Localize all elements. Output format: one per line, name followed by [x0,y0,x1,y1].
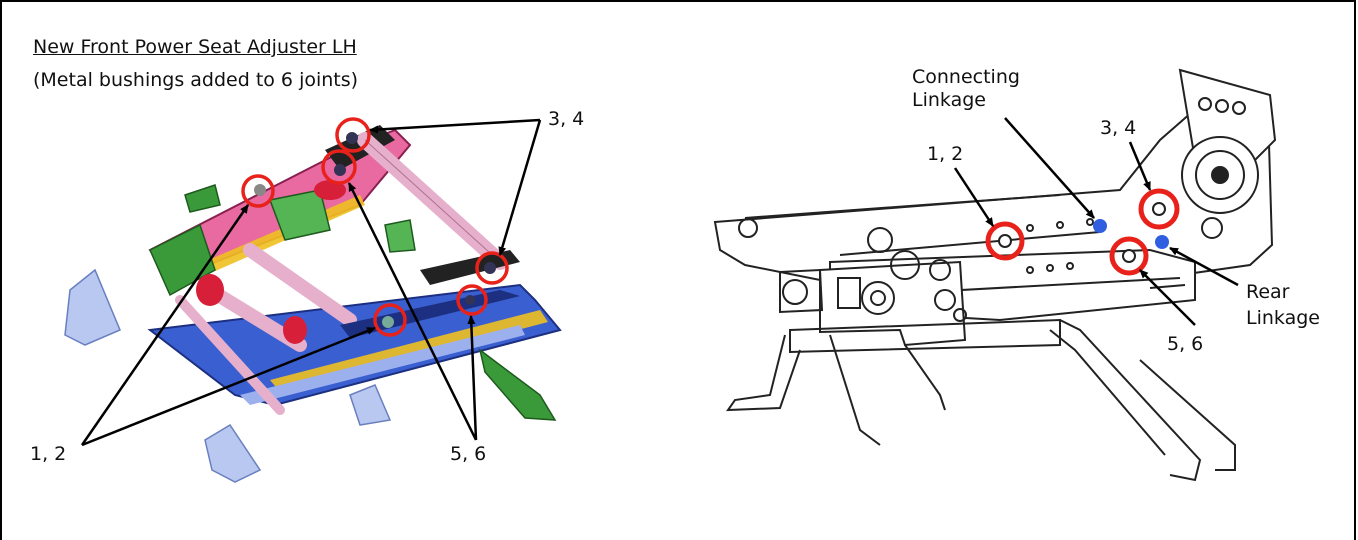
right-label-joints-3-4: 3, 4 [1100,117,1137,139]
right-seat-adjuster-line-drawing [713,68,1277,482]
right-label-connecting-linkage-line1: Connecting [912,66,1020,88]
page-subtitle: (Metal bushings added to 6 joints) [33,69,359,91]
right-linkage-dots [1093,219,1169,249]
left-label-joints-5-6: 5, 6 [450,443,487,465]
left-label-joints-3-4: 3, 4 [548,108,585,130]
left-leader-arrows [80,118,542,447]
left-joint-markers [241,117,509,337]
right-label-connecting-linkage-line2: Linkage [912,89,986,111]
right-leader-arrows [953,117,1239,326]
left-joint-3-4-upper [335,117,371,153]
left-joint-5-6-lower [456,284,488,316]
left-joint-1-2-upper [241,174,275,208]
left-joint-1-2-lower [373,303,407,337]
right-label-joints-1-2: 1, 2 [927,143,964,165]
left-joint-5-6-upper [321,149,357,185]
rear-linkage-dot [1155,235,1169,249]
right-label-joints-5-6: 5, 6 [1167,333,1204,355]
connecting-linkage-dot [1093,219,1107,233]
right-joint-3-4 [1138,188,1180,230]
right-joint-5-6 [1109,236,1149,276]
right-label-rear-linkage-line1: Rear [1246,281,1290,303]
right-joint-1-2 [985,221,1025,261]
right-label-rear-linkage-line2: Linkage [1246,307,1320,329]
page-title: New Front Power Seat Adjuster LH [33,36,357,58]
left-joint-3-4-lower [475,251,509,285]
right-joint-centers [998,202,1166,263]
left-seat-adjuster-illustration [64,125,562,483]
left-label-joints-1-2: 1, 2 [30,443,67,465]
right-joint-markers [985,188,1180,276]
